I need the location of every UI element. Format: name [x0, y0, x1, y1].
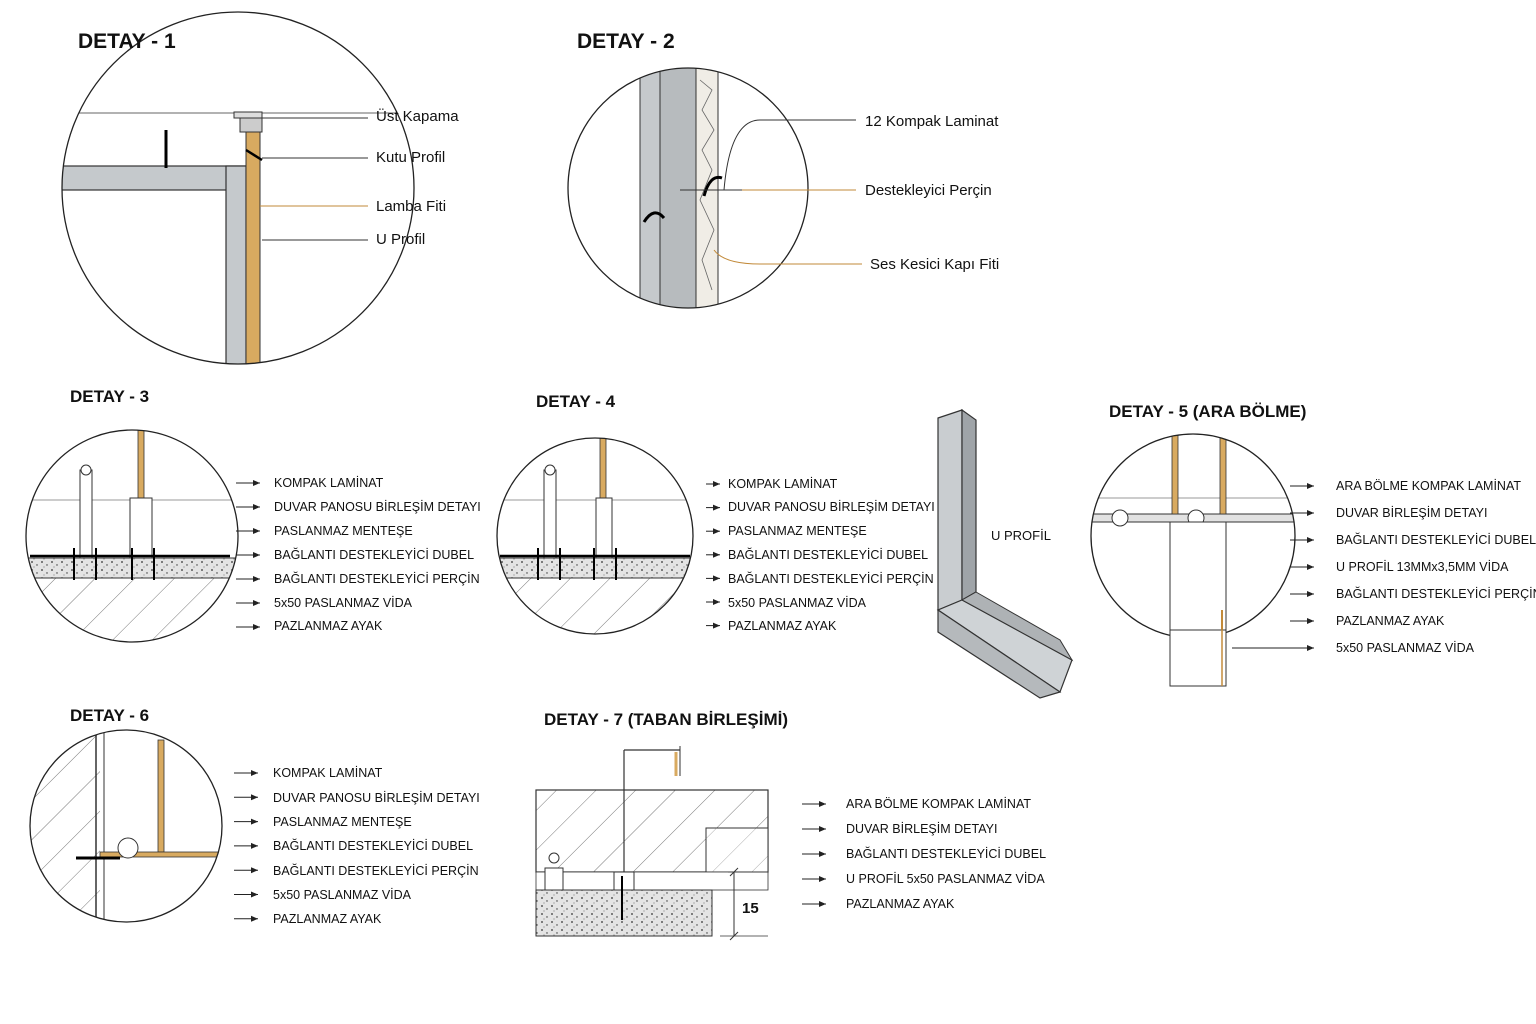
detail-4-label: 5x50 PASLANMAZ VİDA: [728, 596, 867, 610]
leader-arrow-head: [819, 801, 826, 807]
detail-2-label: Destekleyici Perçin: [865, 182, 992, 199]
detail-1-label: Üst Kapama: [376, 108, 459, 125]
leader-arrow-head: [253, 624, 260, 630]
detail-5-label: U PROFİL 13MMx3,5MM VİDA: [1336, 560, 1509, 574]
leader-arrow-head: [253, 552, 260, 558]
detail-3-label: BAĞLANTI DESTEKLEYİCİ DUBEL: [274, 548, 475, 562]
detail-2-label: 12 Kompak Laminat: [865, 113, 999, 130]
detail-2-title: DETAY - 2: [577, 30, 675, 53]
leader-arrow-head: [713, 622, 720, 629]
leader-arrow-head: [253, 600, 260, 606]
leader-arrow-head: [819, 901, 826, 907]
leader-arrow-head: [253, 576, 260, 582]
detail-6-label: KOMPAK LAMİNAT: [273, 766, 383, 780]
detail-1-title: DETAY - 1: [78, 30, 176, 53]
leader-arrow-head: [1307, 564, 1314, 570]
detail-3-title: DETAY - 3: [70, 387, 150, 406]
detail-6-drawing: [29, 729, 223, 923]
leader-arrow-head: [251, 915, 258, 922]
leader-arrow-head: [1307, 510, 1314, 516]
leader-arrow-head: [713, 528, 720, 535]
leader-arrow-head: [713, 481, 720, 487]
detail-4-label: PAZLANMAZ AYAK: [728, 619, 837, 633]
detail-1-label: U Profil: [376, 231, 426, 248]
detail-3-drawing: [25, 429, 239, 643]
leader-arrow-head: [1307, 483, 1314, 489]
leader-arrow-head: [251, 794, 258, 801]
leader-arrow-head: [253, 480, 260, 486]
dimension-label: 15: [742, 900, 759, 917]
detail-5-label: BAĞLANTI DESTEKLEYİCİ PERÇİN: [1336, 587, 1536, 601]
detail-3-label: 5x50 PASLANMAZ VİDA: [274, 596, 413, 610]
detail-7-label: U PROFİL 5x50 PASLANMAZ VİDA: [846, 872, 1045, 886]
detail-5-label: 5x50 PASLANMAZ VİDA: [1336, 641, 1475, 655]
detail-6-label: BAĞLANTI DESTEKLEYİCİ PERÇİN: [273, 864, 479, 878]
detail-5-label: ARA BÖLME KOMPAK LAMİNAT: [1336, 479, 1521, 493]
leader-arrow-head: [713, 551, 720, 558]
leader-arrow-head: [251, 770, 258, 776]
detail-7-label: DUVAR BİRLEŞİM DETAYI: [846, 822, 998, 836]
leader-arrow-head: [819, 876, 826, 882]
detail-4-label: KOMPAK LAMİNAT: [728, 477, 838, 491]
detail-5-label: DUVAR BİRLEŞİM DETAYI: [1336, 506, 1488, 520]
detail-3-label: BAĞLANTI DESTEKLEYİCİ PERÇİN: [274, 572, 480, 586]
detail-2-drawing: [567, 67, 862, 309]
leader-arrow-head: [1307, 591, 1314, 597]
detail-7-label: PAZLANMAZ AYAK: [846, 897, 955, 911]
leader-arrow-head: [253, 528, 260, 534]
detail-1-drawing: [61, 11, 415, 365]
detail-3-label: DUVAR PANOSU BİRLEŞİM DETAYI: [274, 500, 481, 514]
detail-4-title: DETAY - 4: [536, 392, 616, 411]
detail-3-label: PASLANMAZ MENTEŞE: [274, 524, 413, 538]
leader-arrow-head: [251, 818, 258, 825]
detail-6-label: DUVAR PANOSU BİRLEŞİM DETAYI: [273, 791, 480, 805]
detail-7-label: ARA BÖLME KOMPAK LAMİNAT: [846, 797, 1031, 811]
detail-6-label: 5x50 PASLANMAZ VİDA: [273, 888, 412, 902]
leader-arrow-head: [1307, 618, 1314, 624]
detail-5-drawing: [1090, 433, 1296, 687]
detail-6-label: PAZLANMAZ AYAK: [273, 912, 382, 926]
detail-4-label: BAĞLANTI DESTEKLEYİCİ PERÇİN: [728, 572, 934, 586]
detail-7-label: BAĞLANTI DESTEKLEYİCİ DUBEL: [846, 847, 1047, 861]
u-profile-label: U PROFİL: [991, 528, 1051, 543]
leader-arrow-head: [713, 599, 720, 605]
leader-arrow-head: [819, 826, 826, 832]
detail-6-label: PASLANMAZ MENTEŞE: [273, 815, 412, 829]
leader-arrow-head: [251, 891, 258, 898]
detail-7-drawing: [535, 746, 769, 941]
u-profile-3d-drawing: [936, 408, 1074, 699]
leader-arrow-head: [713, 575, 720, 582]
detail-4-label: DUVAR PANOSU BİRLEŞİM DETAYI: [728, 500, 935, 514]
detail-6-label: BAĞLANTI DESTEKLEYİCİ DUBEL: [273, 839, 474, 853]
leader-arrows: [234, 480, 1314, 922]
leader-arrow-head: [1307, 645, 1314, 651]
detail-5-title: DETAY - 5 (ARA BÖLME): [1109, 402, 1307, 421]
detail-4-label: PASLANMAZ MENTEŞE: [728, 524, 867, 538]
detail-1-label: Lamba Fiti: [376, 198, 447, 215]
leader-arrow-head: [713, 504, 720, 511]
detail-6-title: DETAY - 6: [70, 706, 150, 725]
leader-arrow-head: [251, 842, 258, 849]
detail-5-label: BAĞLANTI DESTEKLEYİCİ DUBEL: [1336, 533, 1536, 547]
detail-2-label: Ses Kesici Kapı Fiti: [870, 256, 1000, 273]
leader-arrow-head: [251, 867, 258, 874]
leader-arrow-head: [819, 851, 826, 857]
detail-3-label: KOMPAK LAMİNAT: [274, 476, 384, 490]
detail-1-label: Kutu Profil: [376, 149, 446, 166]
detail-3-label: PAZLANMAZ AYAK: [274, 619, 383, 633]
leader-arrow-head: [253, 504, 260, 510]
detail-4-label: BAĞLANTI DESTEKLEYİCİ DUBEL: [728, 548, 929, 562]
detail-7-title: DETAY - 7 (TABAN BİRLEŞİMİ): [544, 710, 788, 729]
detail-4-drawing: [496, 437, 694, 635]
leader-arrow-head: [1307, 537, 1314, 543]
detail-5-label: PAZLANMAZ AYAK: [1336, 614, 1445, 628]
